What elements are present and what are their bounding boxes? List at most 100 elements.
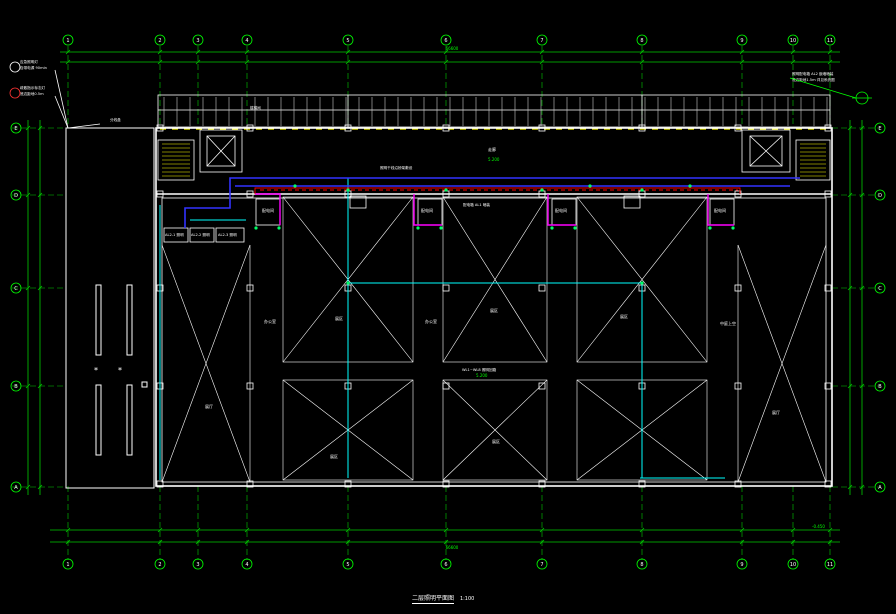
grid-bubble-label: 6 [444, 38, 447, 44]
grid-bubble-col: 9 [736, 558, 748, 570]
column [824, 124, 832, 132]
grid-bubble-label: C [878, 286, 882, 292]
grid-bubble-label: 7 [540, 562, 543, 568]
grid-bubble-label: 10 [790, 562, 796, 568]
stair-elevator-cores [157, 129, 831, 181]
grid-bubble-col: 7 [536, 34, 548, 46]
legend-markers [9, 61, 101, 129]
main-walls [155, 127, 833, 487]
grid-bubble-label: B [878, 384, 882, 390]
grid-bubble-row: C [874, 282, 886, 294]
grid-bubble-label: A [878, 485, 882, 491]
grid-bubble-row: A [874, 481, 886, 493]
room-label-exhibit-e: 展区 [492, 438, 500, 444]
note-stair: 楼梯间 [250, 105, 261, 110]
room-label-left: 展厅 [205, 403, 213, 409]
room-label-exhibit-b: 展区 [490, 307, 498, 313]
column [344, 124, 352, 132]
column [246, 124, 254, 132]
drawing-title-block: 二层照明平面图 1:100 [412, 593, 474, 605]
junction-dot [416, 226, 420, 230]
grid-bubble-label: 11 [827, 562, 833, 568]
room-label-exhibit-a: 展区 [335, 315, 343, 321]
legend-1-text: 应急照明灯 [20, 59, 38, 64]
column [344, 480, 352, 488]
grid-bubble-row: B [10, 380, 22, 392]
junction-dot [254, 226, 258, 230]
column [156, 190, 164, 198]
grid-bubble-label: E [14, 126, 17, 132]
grid-bubble-col: 6 [440, 558, 452, 570]
grid-bubble-label: 1 [66, 38, 69, 44]
column [538, 284, 546, 292]
grid-bubble-col: 10 [787, 558, 799, 570]
grid-bubble-label: D [14, 193, 18, 199]
asterisk-mark-2: * [118, 366, 122, 375]
grid-bubble-col: 3 [192, 34, 204, 46]
grid-bubble-col: 5 [342, 558, 354, 570]
grid-bubble-col: 8 [636, 558, 648, 570]
room-label-right: 展厅 [772, 409, 780, 415]
column [156, 480, 164, 488]
junction-dot [731, 226, 735, 230]
grid-bubble-label: 3 [196, 38, 199, 44]
column [156, 124, 164, 132]
junction-dot [439, 226, 443, 230]
column [538, 480, 546, 488]
level-corridor: 5.200 [488, 157, 500, 162]
room-label-exhibit-d: 展区 [330, 453, 338, 459]
grid-bubble-col: 2 [154, 558, 166, 570]
overall-dimension-top: 66600 [446, 46, 459, 51]
junction-dot [444, 188, 448, 192]
note-right: 照明配电箱 AL2 嵌墙暗装 [792, 71, 834, 76]
grid-bubble-col: 9 [736, 34, 748, 46]
column [824, 480, 832, 488]
column [246, 190, 254, 198]
grid-bubble-label: 9 [740, 38, 743, 44]
grid-bubble-label: 8 [640, 38, 643, 44]
grid-bubble-label: 6 [444, 562, 447, 568]
column [442, 480, 450, 488]
left-annex-marks: * * [94, 366, 122, 375]
junction-dot [346, 188, 350, 192]
note-panel: 配电箱 AL1 暗装 [463, 202, 490, 207]
wiring-magenta [255, 193, 734, 226]
junction-dot [573, 226, 577, 230]
junction-dot [346, 281, 350, 285]
note-right-2: 底边距地1.5m 详见系统图 [792, 77, 835, 82]
legend-2-marker [9, 87, 21, 99]
grid-bubble-col: 1 [62, 34, 74, 46]
dimension-texts: 66600 66600 [446, 46, 459, 550]
grid-bubble-label: 5 [346, 38, 349, 44]
junction-dot [640, 188, 644, 192]
level-outdoor: -0.450 [812, 524, 825, 529]
junction-dot [540, 188, 544, 192]
junction-points [254, 184, 735, 285]
column [538, 124, 546, 132]
grid-bubble-row: E [874, 122, 886, 134]
grid-bubble-label: 3 [196, 562, 199, 568]
grid-bubble-label: D [878, 193, 882, 199]
grid-bubble-col: 1 [62, 558, 74, 570]
canopy-frame [157, 94, 831, 128]
legend-1-marker [9, 61, 21, 73]
junction-dot [588, 184, 592, 188]
north-marker [789, 77, 872, 105]
junction-dot [293, 184, 297, 188]
grid-bubble-label: 11 [827, 38, 833, 44]
grid-bubble-label: C [14, 286, 18, 292]
note-pull-box: 分线盒 [110, 117, 121, 122]
grid-bubble-label: 5 [346, 562, 349, 568]
room-label-void: 中庭上空 [720, 320, 736, 326]
level-marks: 5.200 5.200 -0.450 [476, 157, 825, 529]
grid-bubble-col: 2 [154, 34, 166, 46]
room-labels: 展厅 办公室 办公室 展区 展区 展区 展区 展区 展厅 走廊 中庭上空 配电间… [205, 146, 780, 459]
grid-bubble-row: D [874, 189, 886, 201]
room-label-exhibit-c: 展区 [620, 313, 628, 319]
canopy-mullions [163, 97, 828, 126]
level-main-floor: 5.200 [476, 373, 488, 378]
grid-bubble-col: 4 [241, 558, 253, 570]
